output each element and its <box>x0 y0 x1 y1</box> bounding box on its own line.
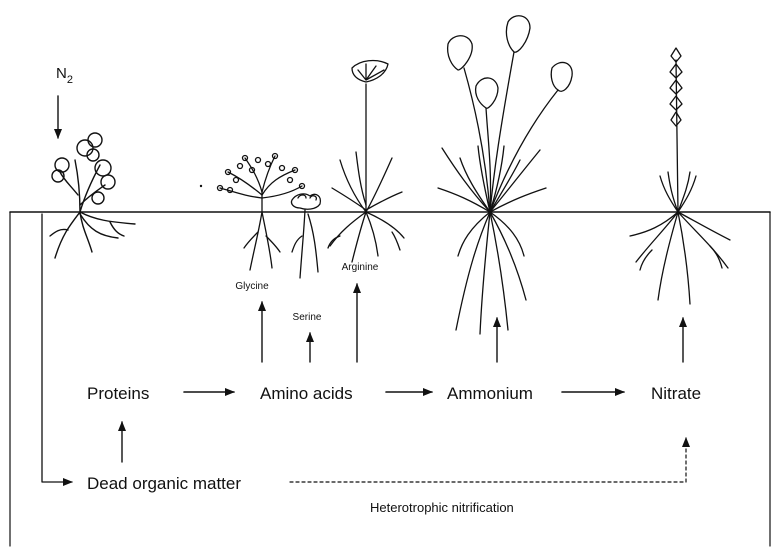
speck <box>200 185 202 187</box>
arginine-label: Arginine <box>342 262 379 273</box>
serine-label: Serine <box>293 312 322 323</box>
uptake-arrows <box>262 284 683 362</box>
proteins-label: Proteins <box>87 384 149 403</box>
dead-organic-matter-label: Dead organic matter <box>87 474 241 493</box>
legume-plant-icon <box>50 133 135 258</box>
grass-plant-icon <box>438 16 572 334</box>
arginine-plant-icon <box>328 61 404 262</box>
heterotrophic-nitrification-label: Heterotrophic nitrification <box>370 500 514 515</box>
heterotrophic-nitrification-arrow <box>290 438 686 482</box>
n2-input: N2 <box>56 65 73 138</box>
litter-input-arrow <box>42 214 72 482</box>
spike-plant-icon <box>630 48 730 304</box>
glycine-label: Glycine <box>235 281 269 292</box>
nitrate-label: Nitrate <box>651 384 701 403</box>
ammonium-label: Ammonium <box>447 384 533 403</box>
amino-acids-label: Amino acids <box>260 384 353 403</box>
n2-label: N2 <box>56 65 73 86</box>
serine-plant-icon <box>291 194 320 278</box>
soil-frame <box>10 212 770 546</box>
